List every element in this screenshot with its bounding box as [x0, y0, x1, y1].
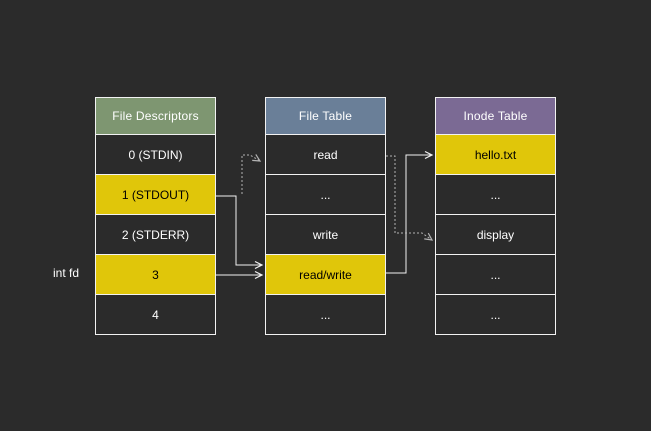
- inode-table: Inode Table hello.txt...display......: [435, 97, 556, 335]
- edge-dashed-read-to-display: [386, 155, 434, 241]
- table-row: ...: [265, 295, 386, 335]
- inode-table-header: Inode Table: [435, 97, 556, 135]
- table-row: display: [435, 215, 556, 255]
- table-row: hello.txt: [435, 135, 556, 175]
- table-row: 4: [95, 295, 216, 335]
- file-descriptors-header: File Descriptors: [95, 97, 216, 135]
- table-row: 3: [95, 255, 216, 295]
- table-row: ...: [435, 295, 556, 335]
- edge-stdout-to-readwrite: [216, 195, 264, 270]
- table-row: read/write: [265, 255, 386, 295]
- file-table-header: File Table: [265, 97, 386, 135]
- table-row: 0 (STDIN): [95, 135, 216, 175]
- table-row: write: [265, 215, 386, 255]
- table-row: ...: [435, 255, 556, 295]
- table-row: 1 (STDOUT): [95, 175, 216, 215]
- edge-dashed-stdout-to-read: [241, 154, 262, 194]
- table-row: read: [265, 135, 386, 175]
- table-row: 2 (STDERR): [95, 215, 216, 255]
- inode-table-rows: hello.txt...display......: [435, 135, 556, 335]
- table-row: ...: [435, 175, 556, 215]
- int-fd-label: int fd: [52, 266, 79, 280]
- table-row: ...: [265, 175, 386, 215]
- file-descriptors-table: File Descriptors 0 (STDIN)1 (STDOUT)2 (S…: [95, 97, 216, 335]
- edge-readwrite-to-hellotxt: [386, 150, 434, 274]
